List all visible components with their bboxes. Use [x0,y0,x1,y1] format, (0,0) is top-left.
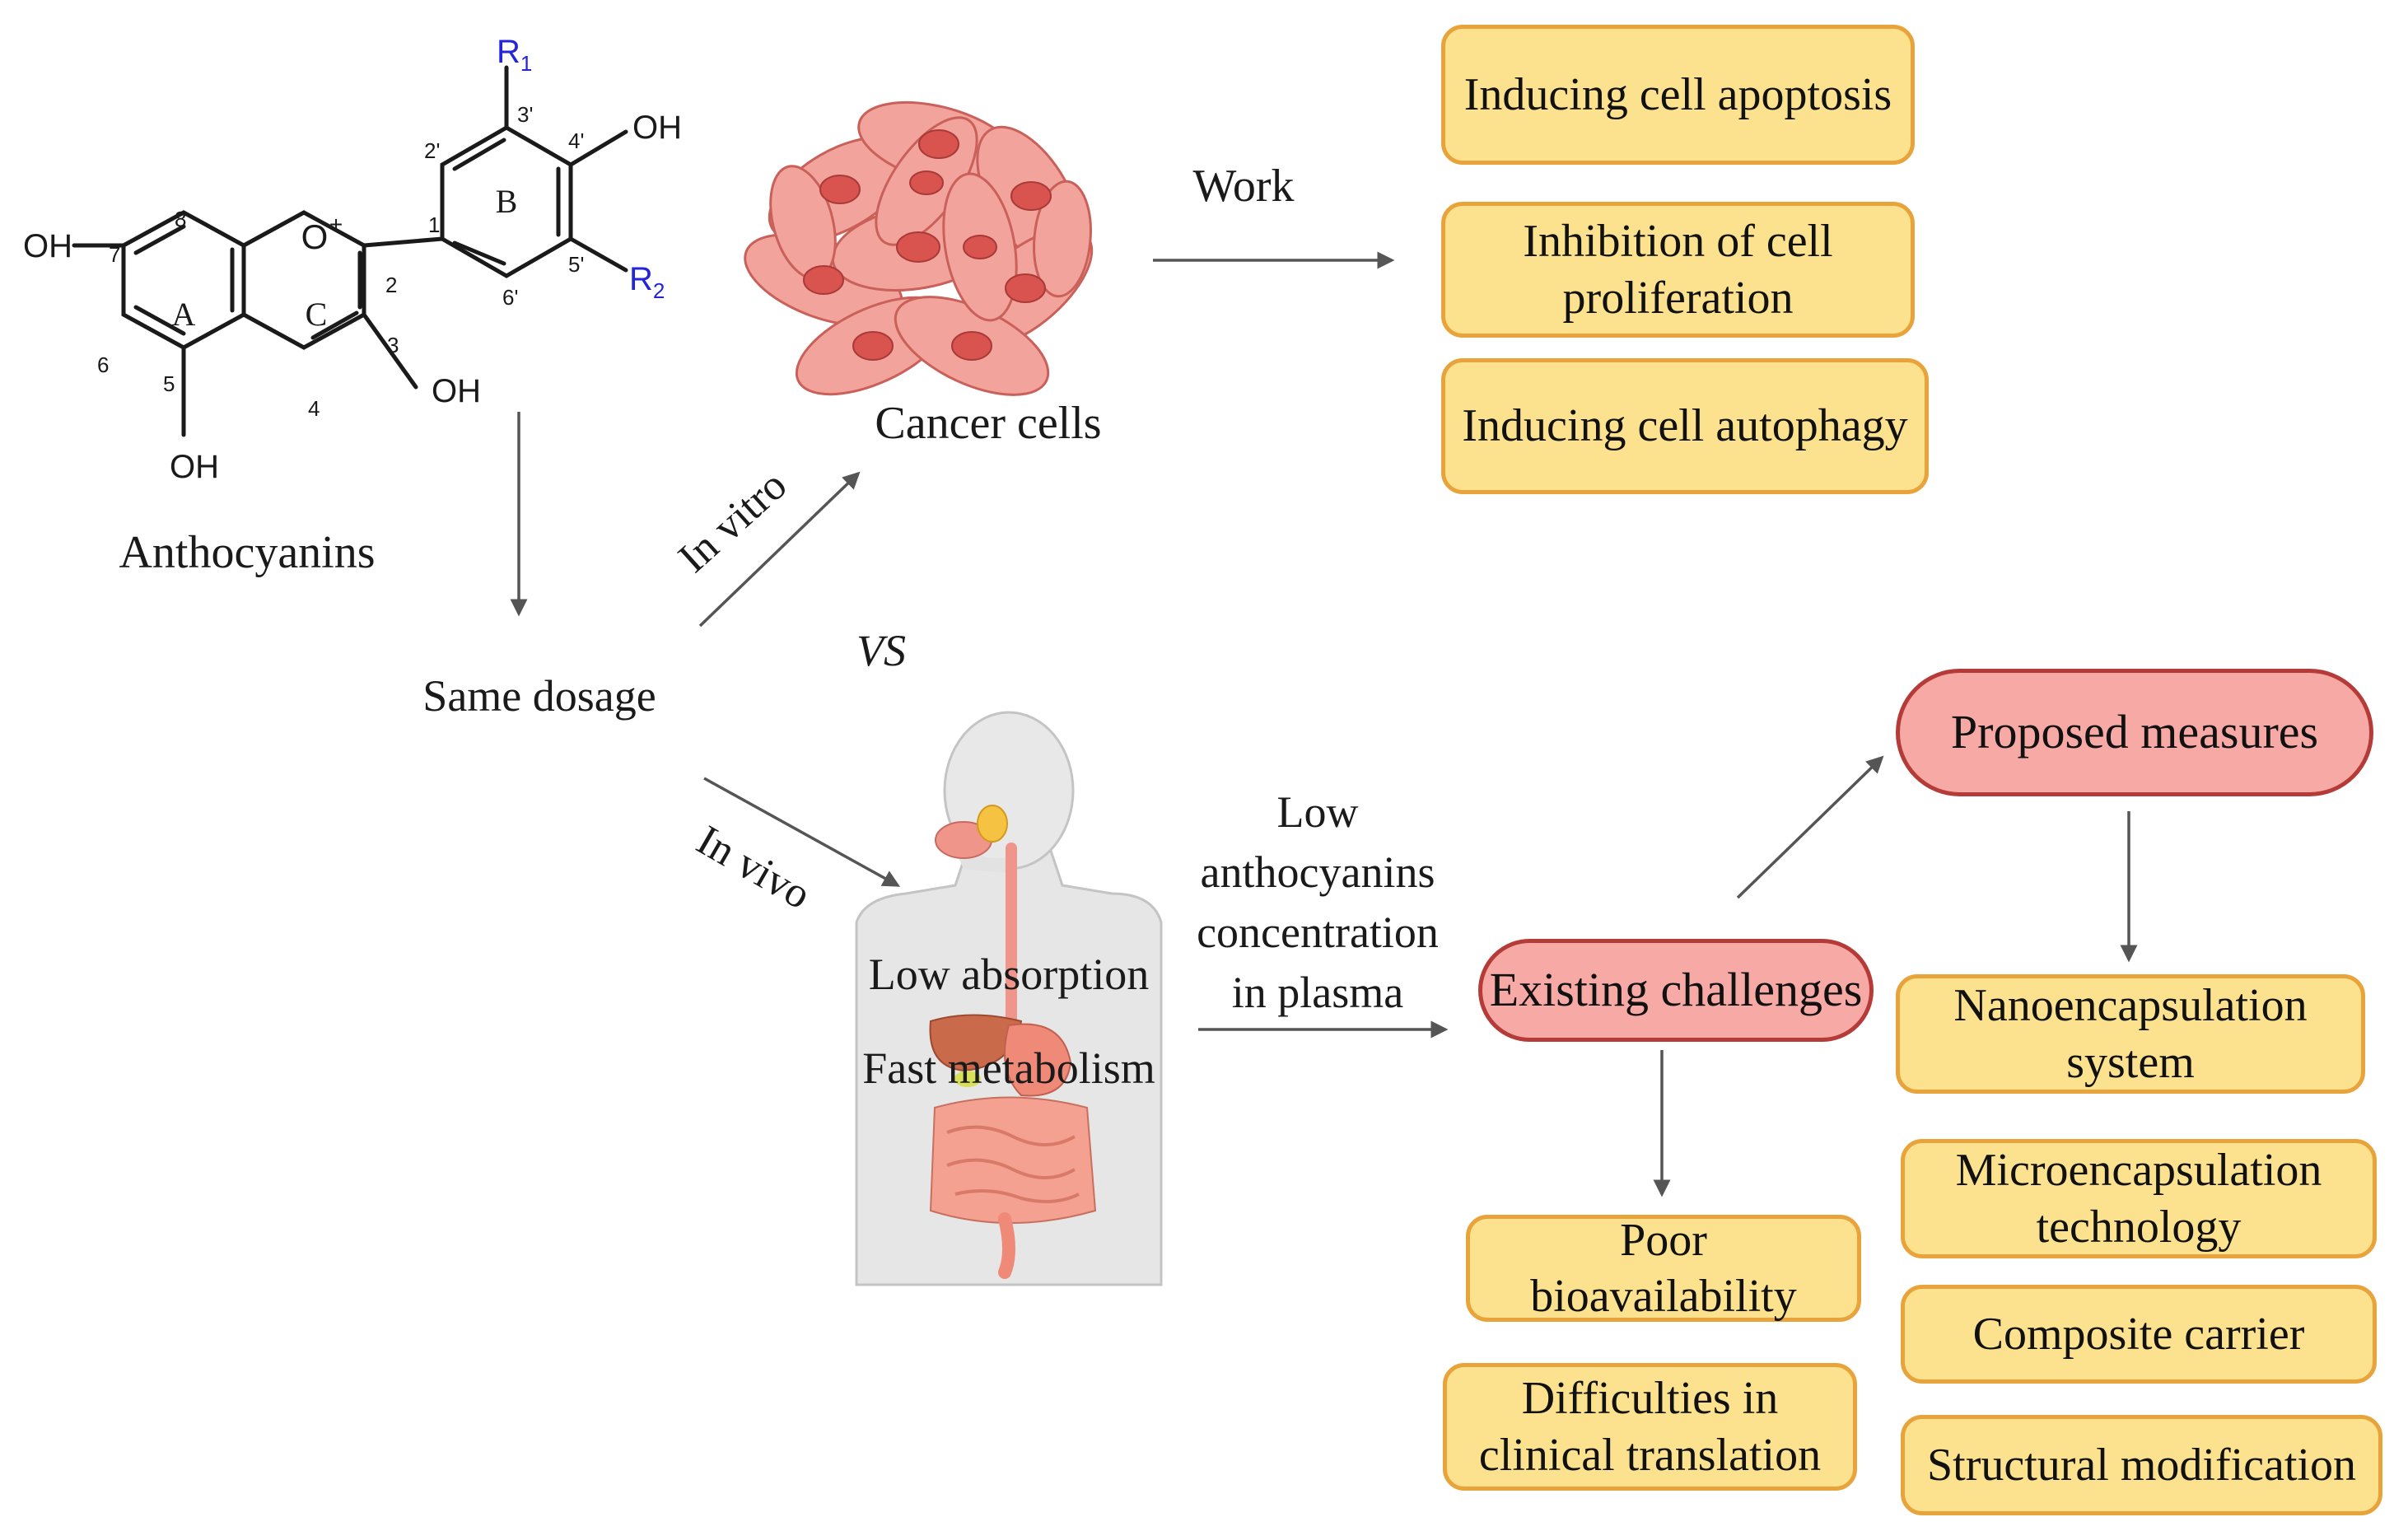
ring-b-label: B [496,183,518,220]
effect-apoptosis-box: Inducing cell apoptosis [1441,25,1915,165]
position-5: 5 [163,371,175,396]
anthocyanins-label: Anthocyanins [119,527,376,578]
human-body-illustration [855,711,1163,1286]
low-absorption-label: Low absorption [868,950,1150,999]
same-dosage-label: Same dosage [422,671,656,721]
ring-a-label: A [172,296,196,333]
position-6prime: 6' [502,285,518,310]
hydroxyl-7: OH [23,228,72,264]
position-4: 4 [308,396,320,421]
low-concentration-label: Low anthocyanins concentration in plasma [1197,787,1439,1017]
position-8: 8 [175,207,186,231]
effect-proliferation-box: Inhibition of cell proliferation [1441,202,1915,338]
hydroxyl-3: OH [432,373,481,409]
arrow-to-proposed [1736,755,1884,899]
clinical-translation-box: Difficulties in clinical translation [1443,1363,1857,1491]
fast-metabolism-label: Fast metabolism [862,1043,1155,1093]
position-7: 7 [109,242,120,267]
position-3prime: 3' [517,102,533,127]
hydroxyl-4prime: OH [632,110,682,146]
hydroxyl-5: OH [170,449,219,485]
position-3: 3 [387,333,399,357]
microencapsulation-box: Microencapsulation technology [1901,1139,2377,1258]
structural-modification-box: Structural modification [1901,1415,2382,1515]
nanoencapsulation-box: Nanoencapsulation system [1896,974,2365,1094]
work-label: Work [1192,161,1295,212]
composite-carrier-box: Composite carrier [1901,1285,2377,1384]
poor-bioavailability-box: Poor bioavailability [1466,1215,1861,1322]
cancer-cells-illustration [744,100,1094,396]
position-2: 2 [385,273,397,297]
molecule-labels: A C B O + OH OH OH OH R1 R2 2 3 4 5 6 7 … [23,34,682,485]
oxonium-label: O [301,217,329,256]
ring-c-label: C [306,296,328,333]
vs-label: VS [856,626,906,675]
anthocyanin-structure [72,65,628,437]
charge-label: + [329,212,343,237]
arrow-in-vivo [703,777,901,887]
existing-challenges-box: Existing challenges [1478,939,1874,1042]
flow-arrows [510,251,2138,1197]
substituent-r1: R1 [497,34,532,76]
position-6: 6 [97,352,109,377]
substituent-r2: R2 [629,261,665,303]
proposed-measures-box: Proposed measures [1896,669,2373,796]
position-4prime: 4' [568,128,584,153]
arrow-in-vitro [698,471,861,628]
position-1prime: 1' [428,212,444,237]
position-2prime: 2' [424,138,440,163]
cancer-cells-label: Cancer cells [875,398,1102,449]
effect-autophagy-box: Inducing cell autophagy [1441,358,1929,494]
position-5prime: 5' [568,252,584,277]
